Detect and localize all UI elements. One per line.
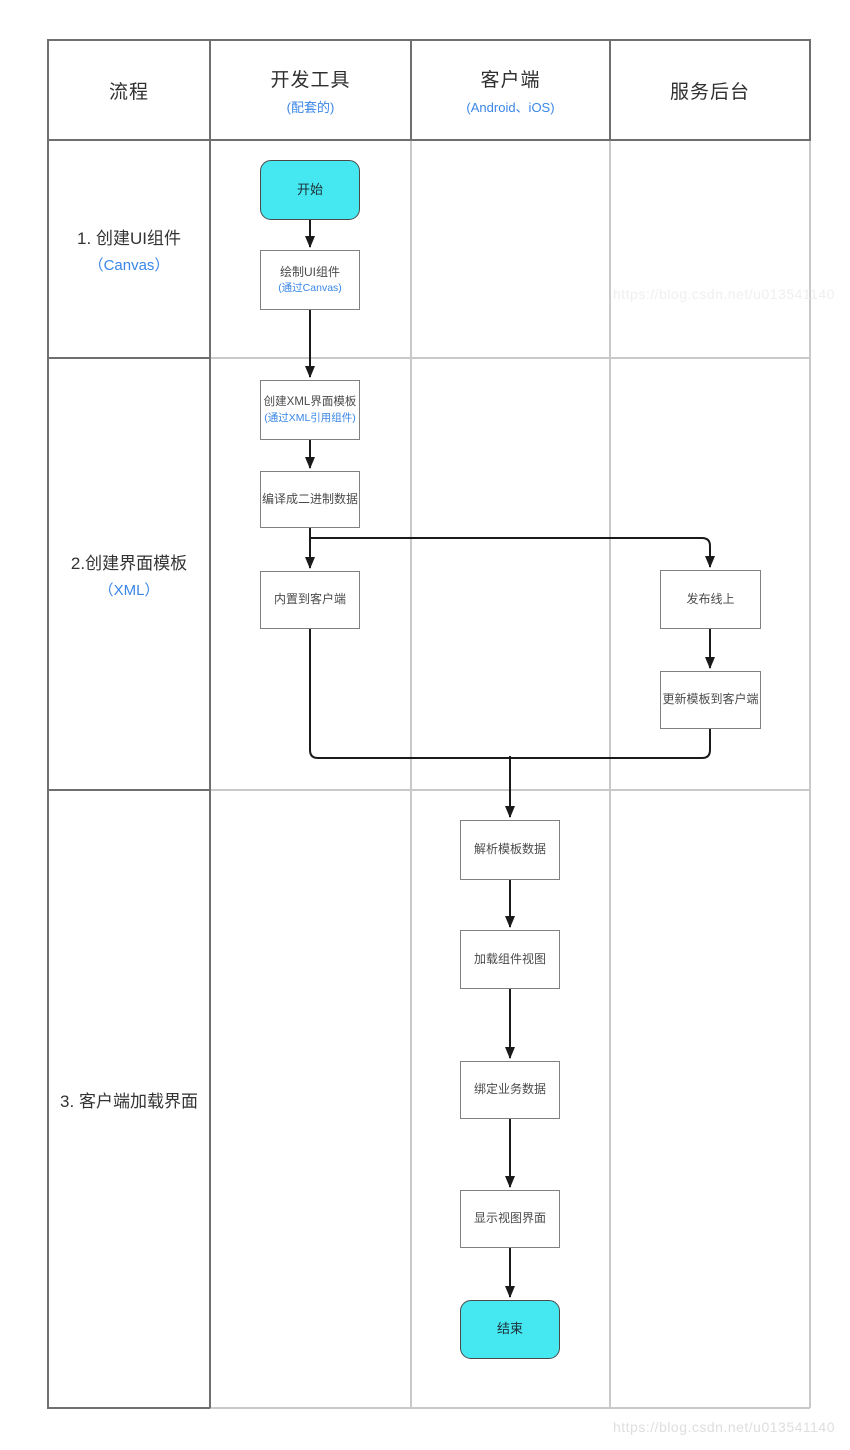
node-update: 更新模板到客户端 bbox=[660, 671, 761, 729]
node-draw-ui: 绘制UI组件 (通过Canvas) bbox=[260, 250, 360, 310]
grid-line-h-row1-bottom bbox=[210, 357, 810, 359]
node-load-view: 加载组件视图 bbox=[460, 930, 560, 989]
grid-line-h-header-bottom bbox=[47, 139, 811, 141]
node-create-xml-sublabel: (通过XML引用组件) bbox=[264, 411, 356, 424]
node-bind-data: 绑定业务数据 bbox=[460, 1061, 560, 1119]
grid-line-v-client-left bbox=[410, 140, 412, 1408]
grid-line-v-process-right bbox=[209, 40, 211, 1408]
node-publish-label: 发布线上 bbox=[686, 591, 735, 606]
lane-title-client-load: 3. 客户端加载界面 bbox=[60, 1091, 198, 1111]
node-update-label: 更新模板到客户端 bbox=[662, 692, 759, 707]
header-cell-server: 服务后台 bbox=[610, 40, 810, 140]
node-draw-ui-label: 绘制UI组件 bbox=[279, 264, 340, 279]
node-create-xml-label: 创建XML界面模板 bbox=[263, 396, 357, 409]
node-create-xml: 创建XML界面模板 (通过XML引用组件) bbox=[260, 380, 360, 440]
header-cell-devtool: 开发工具 (配套的) bbox=[210, 40, 411, 140]
grid-line-v-header-right bbox=[809, 40, 811, 140]
node-display-label: 显示视图界面 bbox=[473, 1211, 546, 1226]
grid-line-v-server-left bbox=[609, 140, 611, 1408]
lane-title-create-template: 2.创建界面模板 bbox=[70, 553, 188, 573]
node-builtin-label: 内置到客户端 bbox=[273, 592, 346, 607]
header-cell-client: 客户端 (Android、iOS) bbox=[411, 40, 610, 140]
edge-compile-to-publish bbox=[310, 537, 715, 568]
header-cell-process: 流程 bbox=[48, 40, 210, 140]
node-builtin: 内置到客户端 bbox=[260, 571, 360, 629]
node-draw-ui-sublabel: (通过Canvas) bbox=[278, 282, 342, 295]
header-subtitle-devtool: (配套的) bbox=[286, 99, 335, 115]
node-compile: 编译成二进制数据 bbox=[260, 471, 360, 528]
node-start: 开始 bbox=[260, 160, 360, 220]
header-title-client: 客户端 bbox=[480, 69, 541, 91]
header-subtitle-client: (Android、iOS) bbox=[466, 99, 555, 115]
lane-label-create-template: 2.创建界面模板 （XML） bbox=[48, 358, 210, 790]
header-title-devtool: 开发工具 bbox=[270, 69, 351, 91]
lane-subtitle-create-template: （XML） bbox=[98, 581, 160, 599]
node-parse: 解析模板数据 bbox=[460, 820, 560, 880]
grid-line-h-lane3-bottom-dark bbox=[47, 1407, 210, 1409]
node-display: 显示视图界面 bbox=[460, 1190, 560, 1248]
header-title-server: 服务后台 bbox=[669, 81, 750, 103]
node-parse-label: 解析模板数据 bbox=[473, 842, 546, 857]
node-end-label: 结束 bbox=[496, 1321, 523, 1337]
node-start-label: 开始 bbox=[296, 181, 323, 197]
grid-line-v-left-edge bbox=[47, 40, 49, 1408]
grid-line-h-table-top bbox=[47, 39, 811, 41]
lane-title-create-ui: 1. 创建UI组件 bbox=[77, 228, 181, 248]
node-end: 结束 bbox=[460, 1300, 560, 1359]
node-load-view-label: 加载组件视图 bbox=[473, 951, 546, 966]
lane-label-client-load: 3. 客户端加载界面 bbox=[48, 790, 210, 1408]
grid-line-h-lane1-bottom-dark bbox=[47, 357, 210, 359]
node-bind-data-label: 绑定业务数据 bbox=[473, 1082, 546, 1097]
node-compile-label: 编译成二进制数据 bbox=[261, 491, 358, 506]
lane-label-create-ui: 1. 创建UI组件 （Canvas） bbox=[48, 140, 210, 358]
lane-subtitle-create-ui: （Canvas） bbox=[88, 256, 170, 274]
grid-line-h-row2-bottom bbox=[210, 789, 810, 791]
grid-line-v-right-edge bbox=[809, 140, 811, 1408]
node-publish: 发布线上 bbox=[660, 570, 761, 629]
grid-line-v-header-server bbox=[609, 40, 611, 140]
grid-line-h-table-bottom bbox=[210, 1407, 810, 1409]
header-title-process: 流程 bbox=[108, 81, 149, 103]
grid-line-v-header-client bbox=[410, 40, 412, 140]
watermark-top: https://blog.csdn.net/u013541140 bbox=[612, 286, 835, 302]
grid-line-h-lane2-bottom-dark bbox=[47, 789, 210, 791]
watermark-bottom: https://blog.csdn.net/u013541140 bbox=[612, 1419, 835, 1435]
